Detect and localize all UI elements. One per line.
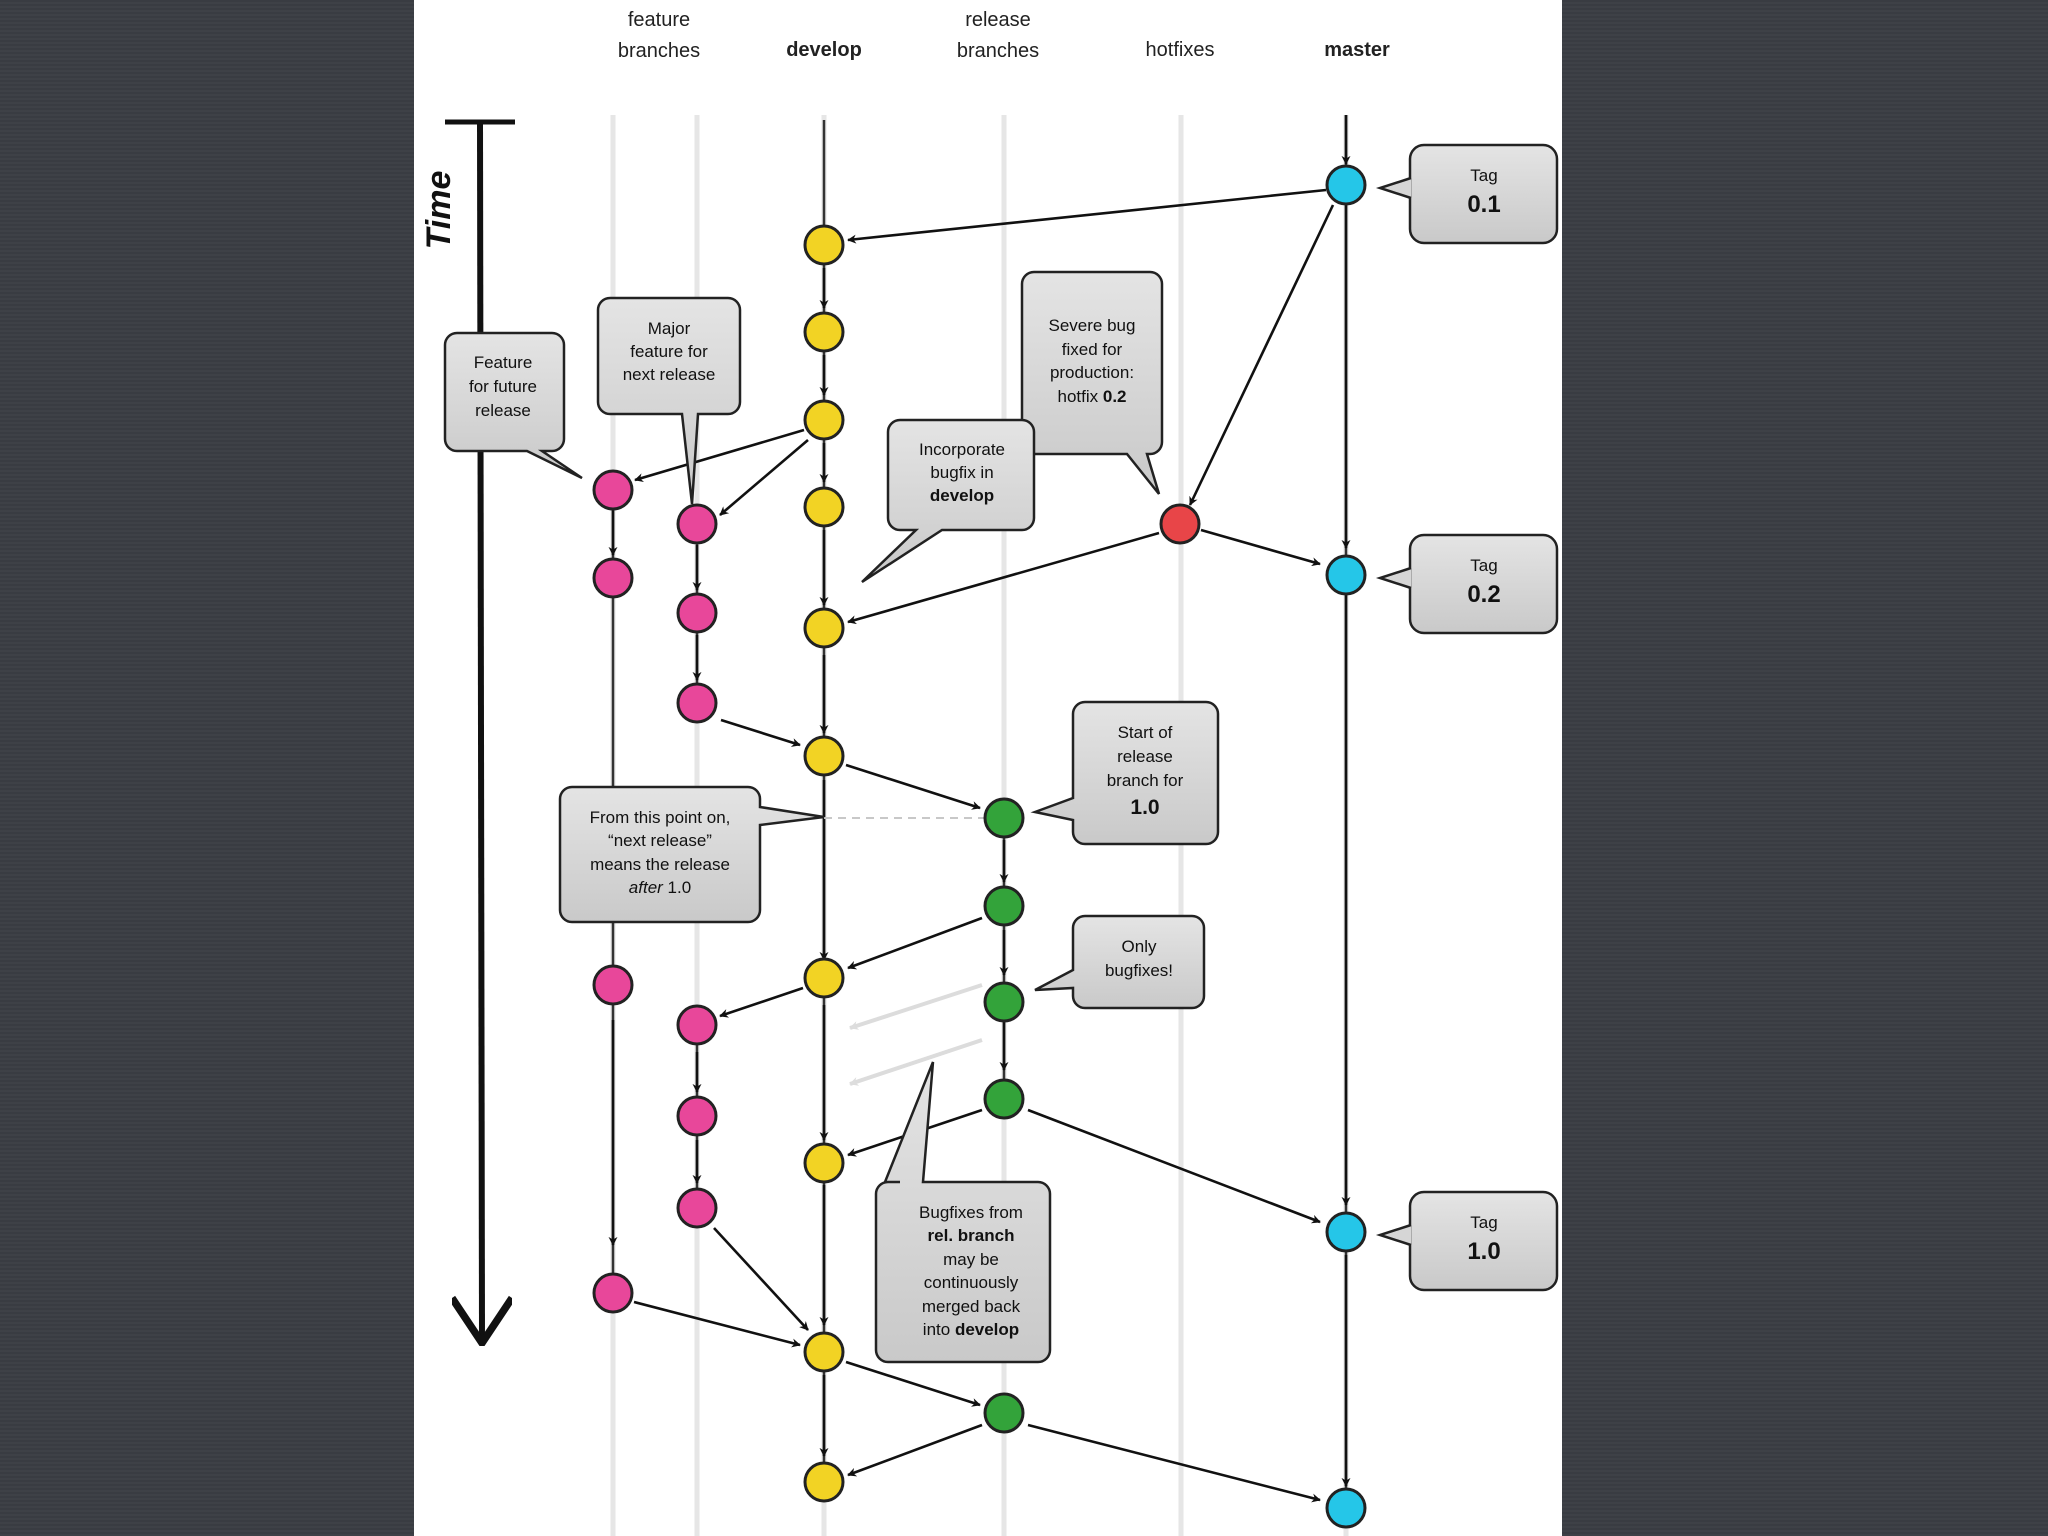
svg-text:rel. branch: rel. branch [928,1226,1015,1245]
feature-commit [592,469,634,511]
svg-text:continuously: continuously [924,1273,1019,1292]
svg-text:Bugfixes from: Bugfixes from [919,1203,1023,1222]
release-commit [983,797,1025,839]
lane-feature-label-2: branches [618,40,700,62]
develop-commit [803,486,845,528]
svg-text:bugfixes!: bugfixes! [1105,961,1173,980]
master-commit [1325,1211,1367,1253]
commit-nodes [592,164,1367,1529]
svg-text:may be: may be [943,1250,999,1269]
hotfix-commit [1159,503,1201,545]
master-commit [1325,164,1367,206]
time-label: Time [420,171,458,250]
feature-commit [676,1095,718,1137]
release-commit [983,1392,1025,1434]
tag-label: Tag [1470,1213,1497,1232]
master-commit [1325,1487,1367,1529]
faint-merge-arrows [849,983,983,1086]
lane-release-label-1: release [965,9,1031,31]
release-commit [983,1078,1025,1120]
time-axis: Time [420,119,515,1340]
develop-commit [803,1331,845,1373]
develop-commit [803,735,845,777]
callout-future-feature: Feature for future release [443,331,583,480]
tag-callouts: Tag 0.1 Tag 0.2 Tag 1.0 [1375,143,1559,1292]
svg-text:bugfix in: bugfix in [930,463,993,482]
callout-incorporate: Incorporate bugfix in develop [861,418,1036,584]
develop-commit [803,311,845,353]
svg-text:feature for: feature for [630,342,708,361]
svg-text:Severe bug: Severe bug [1049,316,1136,335]
feature-commit [676,1187,718,1229]
tag-version: 0.2 [1467,581,1500,608]
tag-callout-0-1: Tag 0.1 [1375,143,1559,245]
tag-label: Tag [1470,166,1497,185]
tag-callout-0-2: Tag 0.2 [1375,533,1559,635]
svg-text:into develop: into develop [923,1320,1019,1339]
develop-commit [803,957,845,999]
lane-feature-label-1: feature [628,9,690,31]
callout-major-feature: Major feature for next release [596,296,742,505]
svg-text:Feature: Feature [474,353,533,372]
feature-commit [592,557,634,599]
svg-text:From this point on,: From this point on, [590,808,731,827]
lane-headers: feature branches develop release branche… [618,9,1390,62]
commit-arrows [608,115,1351,1503]
feature-commit [676,503,718,545]
note-callouts: Feature for future release Major feature… [443,270,1220,1364]
tag-version: 0.1 [1467,191,1500,218]
release-commit [983,981,1025,1023]
callout-bugfixes-from: Bugfixes from rel. branch may be continu… [874,1061,1052,1364]
svg-text:after 1.0: after 1.0 [629,878,691,897]
svg-text:“next release”: “next release” [608,831,712,850]
svg-text:release: release [1117,747,1173,766]
svg-text:for future: for future [469,377,537,396]
svg-text:Major: Major [648,319,691,338]
callout-severe-bug: Severe bug fixed for production: hotfix … [1020,270,1164,495]
develop-commit [803,399,845,441]
develop-commit [803,1142,845,1184]
release-commit [983,885,1025,927]
svg-text:means the release: means the release [590,855,730,874]
svg-text:1.0: 1.0 [1130,796,1159,819]
svg-text:next release: next release [623,365,716,384]
tag-label: Tag [1470,556,1497,575]
develop-commit [803,1461,845,1503]
svg-text:Start of: Start of [1118,723,1173,742]
tag-callout-1-0: Tag 1.0 [1375,1190,1559,1292]
svg-text:merged back: merged back [922,1297,1021,1316]
svg-text:branch for: branch for [1107,771,1184,790]
svg-text:Incorporate: Incorporate [919,440,1005,459]
svg-text:Only: Only [1122,937,1157,956]
lane-develop-label: develop [786,39,862,61]
feature-commit [592,964,634,1006]
svg-text:production:: production: [1050,363,1134,382]
svg-text:develop: develop [930,486,994,505]
callout-next-release: From this point on, “next release” means… [558,785,825,924]
feature-commit [676,682,718,724]
feature-commit [676,1004,718,1046]
svg-text:hotfix 0.2: hotfix 0.2 [1058,387,1127,406]
tag-version: 1.0 [1467,1238,1500,1265]
lane-master-label: master [1324,39,1390,61]
feature-commit [676,592,718,634]
svg-text:release: release [475,401,531,420]
master-commit [1325,554,1367,596]
lane-release-label-2: branches [957,40,1039,62]
svg-text:fixed for: fixed for [1062,340,1123,359]
lane-hotfixes-label: hotfixes [1146,39,1215,61]
develop-commit [803,224,845,266]
feature-commit [592,1272,634,1314]
develop-commit [803,607,845,649]
callout-start-release: Start of release branch for 1.0 [1030,700,1220,846]
callout-only-bugfixes: Only bugfixes! [1034,914,1206,1010]
